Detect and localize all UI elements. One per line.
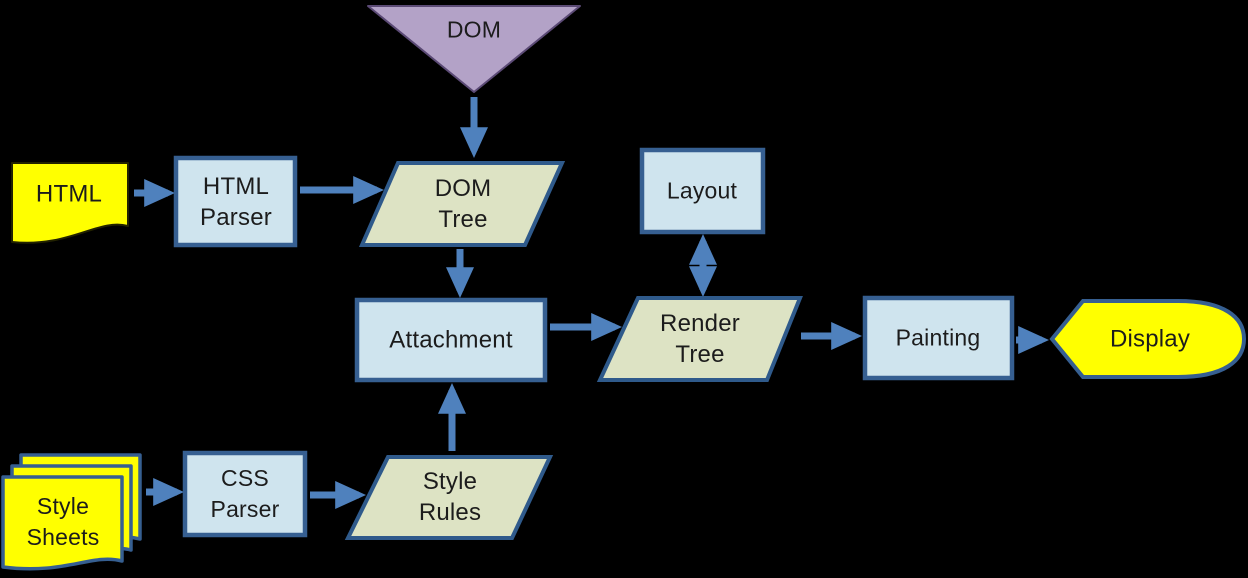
style-sheet-document-front	[1, 475, 124, 571]
render-tree-shape	[596, 296, 803, 382]
html-document-shape	[11, 162, 129, 244]
painting-shape	[862, 295, 1015, 381]
css-parser-label: CSS Parser	[210, 465, 280, 522]
dom-tree-shape	[358, 161, 566, 247]
html-label: HTML	[35, 180, 103, 208]
dom-triangle-shape	[367, 5, 581, 93]
html-parser-label: HTML Parser	[200, 173, 272, 231]
attachment-shape	[354, 297, 548, 383]
style-rules-label: Style Rules	[418, 468, 482, 526]
layout-shape	[639, 147, 766, 235]
render-tree-label: Render Tree	[660, 310, 740, 368]
css-parser-shape	[182, 450, 308, 538]
dom-tree-label: DOM Tree	[434, 175, 492, 233]
display-shape	[1049, 299, 1247, 379]
painting-label: Painting	[895, 324, 981, 351]
html-parser-shape	[173, 155, 298, 248]
layout-label: Layout	[666, 177, 738, 204]
style-sheets-label: Style Sheets	[26, 493, 100, 550]
style-rules-shape	[344, 455, 554, 540]
attachment-label: Attachment	[389, 326, 513, 354]
dom-label: DOM	[446, 16, 502, 43]
display-label: Display	[1109, 325, 1191, 353]
